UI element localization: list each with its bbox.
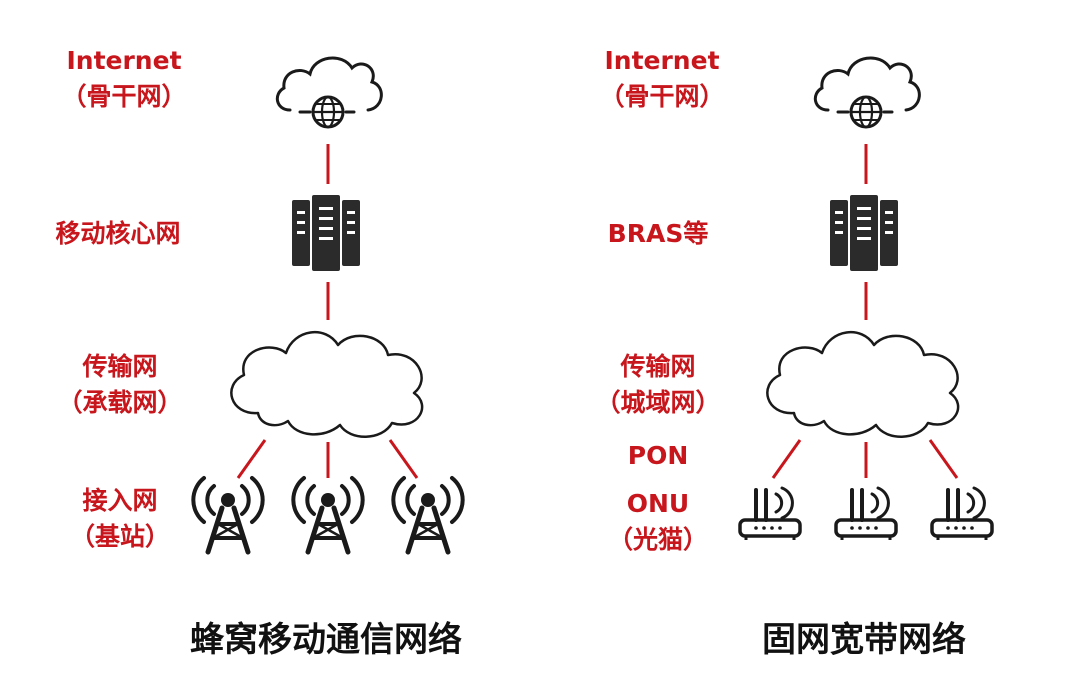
router-icon <box>738 486 802 542</box>
right-internet-label: Internet （骨干网） <box>599 43 724 115</box>
cloud-icon <box>230 330 424 439</box>
transport-title: 传输网 <box>620 352 696 381</box>
left-internet-label: Internet （骨干网） <box>61 43 186 115</box>
cell-tower-icon <box>193 478 262 552</box>
left-network <box>193 56 462 552</box>
right-onu-label: ONU （光猫） <box>608 486 708 558</box>
right-pon-label: PON <box>627 441 689 470</box>
link-line <box>771 439 802 479</box>
cell-tower-icon <box>293 478 362 552</box>
cloud-icon <box>766 330 960 439</box>
onu-title: ONU <box>626 489 690 518</box>
internet-title: Internet <box>66 46 182 75</box>
right-transport-label: 传输网 （城域网） <box>595 349 720 421</box>
cloud-globe-icon <box>275 56 383 129</box>
cell-tower-icon <box>393 478 462 552</box>
left-caption: 蜂窝移动通信网络 <box>190 620 462 660</box>
router-icon <box>930 486 994 542</box>
internet-title: Internet <box>604 46 720 75</box>
access-title: 接入网 <box>82 486 158 515</box>
transport-subtitle: （城域网） <box>595 388 721 417</box>
link-line <box>388 439 419 479</box>
right-network <box>738 56 994 542</box>
left-core-label: 移动核心网 <box>55 219 181 248</box>
link-line <box>236 439 267 479</box>
onu-subtitle: （光猫） <box>607 525 709 554</box>
router-icon <box>834 486 898 542</box>
server-rack-icon <box>830 195 898 271</box>
cloud-globe-icon <box>813 56 921 129</box>
backbone-subtitle: （骨干网） <box>599 82 725 111</box>
server-rack-icon <box>292 195 360 271</box>
transport-title: 传输网 <box>82 352 158 381</box>
right-caption: 固网宽带网络 <box>762 620 966 660</box>
transport-subtitle: （承载网） <box>57 388 183 417</box>
backbone-subtitle: （骨干网） <box>61 82 187 111</box>
left-transport-label: 传输网 （承载网） <box>57 349 182 421</box>
link-line <box>928 439 959 479</box>
left-access-label: 接入网 （基站） <box>70 483 170 555</box>
right-core-label: BRAS等 <box>607 219 709 248</box>
access-subtitle: （基站） <box>69 522 171 551</box>
